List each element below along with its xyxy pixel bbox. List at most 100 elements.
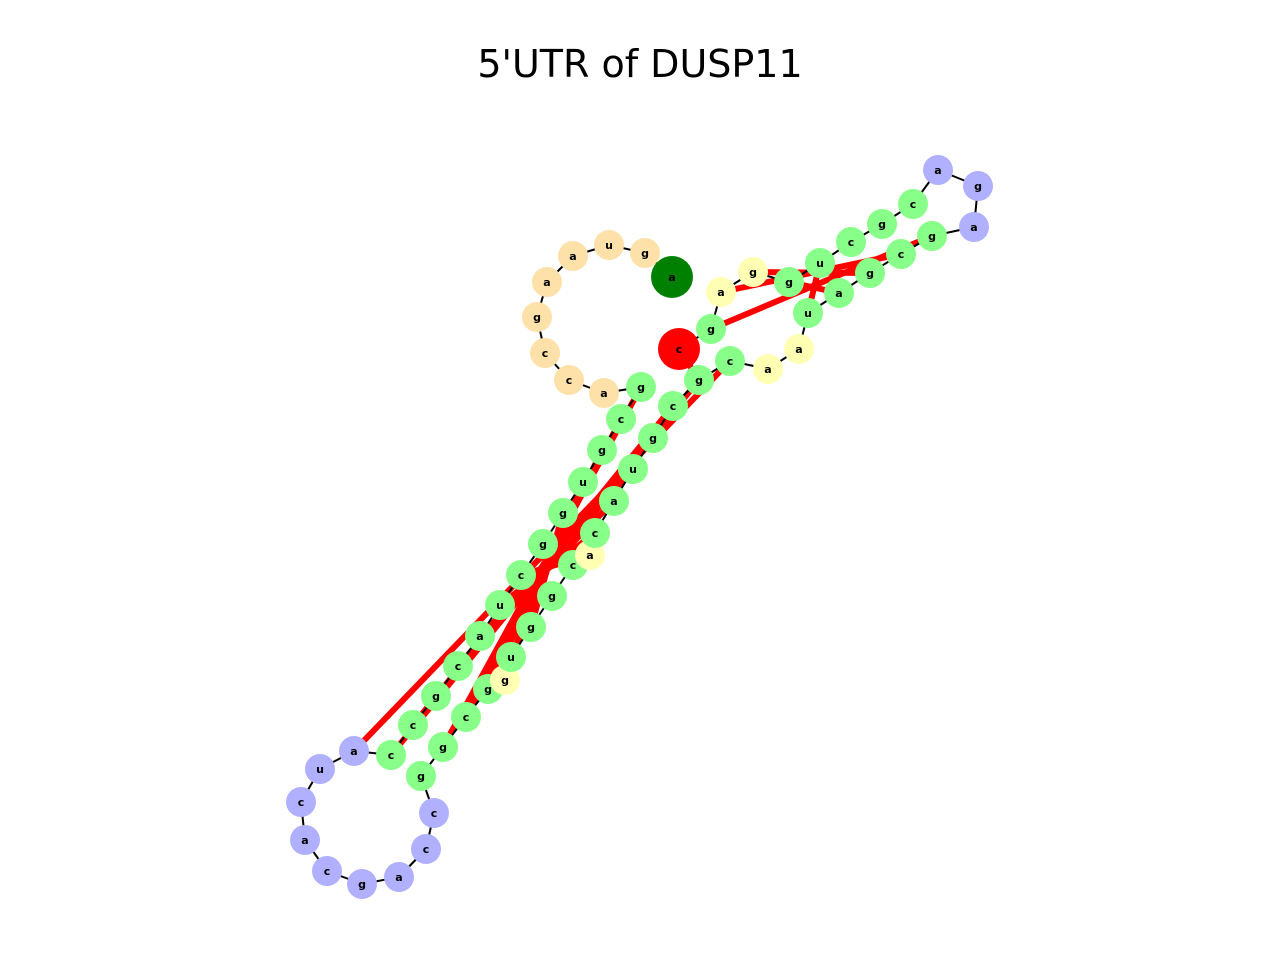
nucleotide-label: a <box>668 271 675 284</box>
nucleotide-stem: g <box>867 209 897 239</box>
nucleotide-node <box>638 423 668 453</box>
nucleotide-node <box>855 258 885 288</box>
nucleotide-node <box>805 248 835 278</box>
nucleotide-label: g <box>432 690 440 703</box>
nucleotide-hairpin-loop: a <box>923 155 953 185</box>
nucleotide-label: c <box>670 400 677 413</box>
nucleotide-label: g <box>785 276 793 289</box>
nucleotide-label: a <box>350 745 357 758</box>
nucleotide-stem: c <box>398 710 428 740</box>
nucleotide-hairpin-loop: a <box>384 862 414 892</box>
nucleotide-node <box>558 241 588 271</box>
nucleotide-node <box>411 834 441 864</box>
nucleotide-label: c <box>410 719 417 732</box>
nucleotide-stem: c <box>658 391 688 421</box>
nucleotide-external: c <box>554 365 584 395</box>
nucleotide-stem: g <box>428 732 458 762</box>
nucleotide-stem: c <box>451 702 481 732</box>
nucleotide-three-prime-marker: c <box>658 328 700 370</box>
nucleotide-stem: g <box>638 423 668 453</box>
nucleotide-node <box>923 155 953 185</box>
nucleotide-hairpin-loop: c <box>411 834 441 864</box>
nucleotide-label: c <box>324 865 331 878</box>
nucleotide-label: a <box>395 871 402 884</box>
nucleotide-node <box>580 518 610 548</box>
nucleotide-stem: g <box>516 612 546 642</box>
nucleotide-label: g <box>707 323 715 336</box>
nucleotide-stem: u <box>568 467 598 497</box>
nucleotide-node <box>537 581 567 611</box>
nucleotide-stem: c <box>376 740 406 770</box>
nucleotide-label: u <box>605 239 613 252</box>
nucleotide-node <box>286 787 316 817</box>
nucleotide-stem: c <box>580 518 610 548</box>
nucleotide-label: c <box>570 559 577 572</box>
nucleotide-interior-loop: a <box>706 277 736 307</box>
nucleotide-stem: g <box>537 581 567 611</box>
nucleotide-label: a <box>970 221 977 234</box>
nucleotide-label: c <box>618 413 625 426</box>
nucleotide-node <box>548 498 578 528</box>
nucleotide-label: a <box>600 387 607 400</box>
nucleotide-node <box>626 372 656 402</box>
nucleotide-label: c <box>898 248 905 261</box>
nucleotide-node <box>917 221 947 251</box>
nucleotide-hairpin-loop: u <box>305 754 335 784</box>
nucleotide-label: u <box>579 476 587 489</box>
nucleotide-node <box>658 328 700 370</box>
nucleotide-label: a <box>717 286 724 299</box>
nucleotide-node <box>606 404 636 434</box>
nucleotide-node <box>312 856 342 886</box>
nucleotide-node <box>738 257 768 287</box>
nucleotide-node <box>715 346 745 376</box>
nucleotide-node <box>784 334 814 364</box>
nucleotide-label: c <box>463 711 470 724</box>
nucleotide-node <box>959 212 989 242</box>
nucleotide-node <box>696 314 726 344</box>
nucleotide-label: a <box>476 630 483 643</box>
nucleotide-node <box>516 612 546 642</box>
nucleotide-stem: a <box>824 278 854 308</box>
nucleotide-stem: u <box>793 298 823 328</box>
nucleotide-stem: g <box>421 681 451 711</box>
nucleotide-stem: g <box>406 761 436 791</box>
nucleotide-label: g <box>501 674 509 687</box>
nucleotide-node <box>599 486 629 516</box>
nucleotide-stem: c <box>715 346 745 376</box>
nucleotide-label: u <box>496 599 504 612</box>
nucleotide-node <box>618 454 648 484</box>
diagram-title: 5'UTR of DUSP11 <box>477 42 803 86</box>
nucleotide-node <box>384 862 414 892</box>
nucleotide-label: g <box>598 444 606 457</box>
nucleotide-node <box>651 256 693 298</box>
nucleotide-stem: c <box>443 651 473 681</box>
nucleotide-label: c <box>848 236 855 249</box>
nucleotide-external: c <box>530 338 560 368</box>
nucleotide-stem: u <box>805 248 835 278</box>
nucleotide-stem: u <box>618 454 648 484</box>
nucleotide-stem: c <box>886 239 916 269</box>
nucleotide-node <box>836 227 866 257</box>
nucleotide-label: a <box>610 495 617 508</box>
nucleotide-external: a <box>589 378 619 408</box>
nucleotide-node <box>406 761 436 791</box>
nucleotide-node <box>451 702 481 732</box>
nucleotide-node <box>490 665 520 695</box>
nucleotide-stem: g <box>855 258 885 288</box>
nucleotide-interior-loop: a <box>784 334 814 364</box>
nucleotide-node <box>347 869 377 899</box>
nucleotide-node <box>963 171 993 201</box>
nucleotide-node <box>528 529 558 559</box>
nucleotide-stem: g <box>684 365 714 395</box>
nucleotide-hairpin-loop: c <box>286 787 316 817</box>
nucleotide-node <box>496 642 526 672</box>
nucleotide-node <box>867 209 897 239</box>
nucleotide-node <box>419 798 449 828</box>
nucleotide-hairpin-loop: g <box>347 869 377 899</box>
nucleotide-label: g <box>548 590 556 603</box>
nucleotide-label: u <box>629 463 637 476</box>
nucleotide-five-prime-marker: a <box>651 256 693 298</box>
nucleotide-label: c <box>455 660 462 673</box>
nucleotide-label: g <box>559 507 567 520</box>
